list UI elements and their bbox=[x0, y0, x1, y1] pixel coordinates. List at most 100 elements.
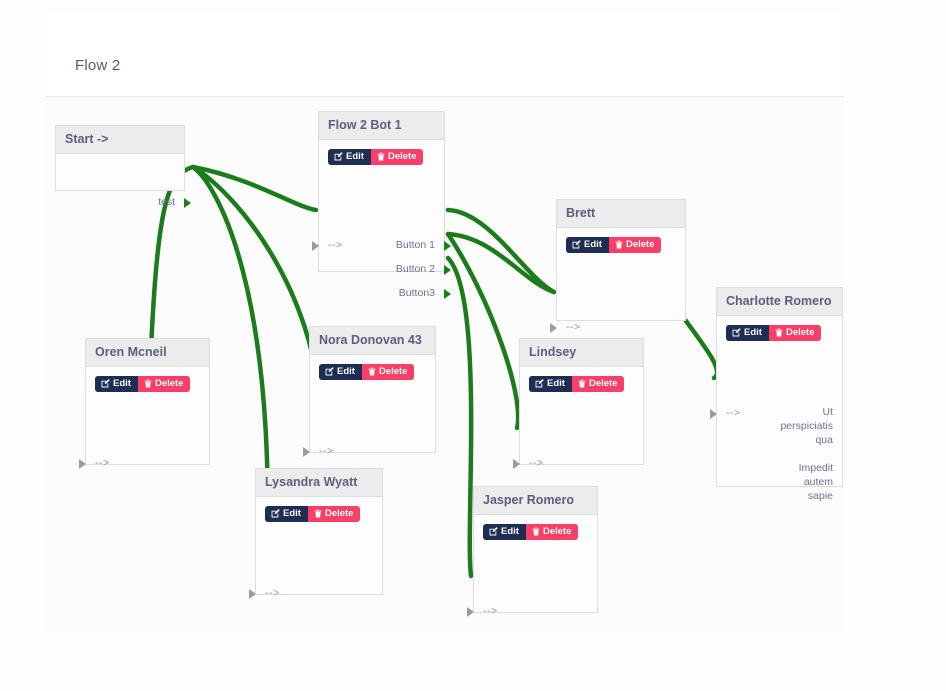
trash-icon bbox=[578, 379, 586, 388]
delete-button-label: Delete bbox=[378, 366, 408, 377]
flow-node-flow2bot1[interactable]: Flow 2 Bot 1 Edit Delete --> Button 1 Button … bbox=[312, 111, 451, 299]
node-input-port[interactable]: --> bbox=[265, 587, 280, 599]
edit-button[interactable]: Edit bbox=[319, 364, 362, 380]
edit-button-label: Edit bbox=[113, 378, 131, 389]
flow-edge bbox=[190, 164, 319, 213]
delete-button[interactable]: Delete bbox=[370, 149, 424, 165]
output-connector-arrow-icon bbox=[444, 265, 451, 275]
edit-button[interactable]: Edit bbox=[265, 506, 308, 522]
delete-button[interactable]: Delete bbox=[307, 506, 361, 522]
node-action-row: Edit Delete bbox=[717, 316, 842, 341]
flow-edge bbox=[683, 318, 720, 381]
input-connector-arrow-icon bbox=[312, 241, 319, 251]
flow-edge bbox=[445, 231, 521, 431]
node-output-port[interactable]: test bbox=[158, 196, 175, 208]
pencil-square-icon bbox=[101, 379, 110, 388]
input-connector-arrow-icon bbox=[513, 459, 520, 469]
trash-icon bbox=[775, 328, 783, 337]
flow-panel-header: Flow 2 bbox=[45, 14, 844, 97]
edit-button[interactable]: Edit bbox=[95, 376, 138, 392]
delete-button[interactable]: Delete bbox=[137, 376, 191, 392]
node-title: Oren Mcneil bbox=[86, 339, 209, 367]
node-output-port[interactable]: Button 1 bbox=[395, 239, 435, 251]
edit-button-label: Edit bbox=[337, 366, 355, 377]
node-title: Flow 2 Bot 1 bbox=[319, 112, 444, 140]
pencil-square-icon bbox=[489, 527, 498, 536]
node-action-row: Edit Delete bbox=[319, 140, 444, 165]
flow-edge bbox=[190, 164, 324, 419]
node-output-port[interactable]: Button 2 bbox=[395, 263, 435, 275]
node-input-port[interactable]: --> bbox=[529, 457, 544, 469]
edit-button-label: Edit bbox=[501, 526, 519, 537]
node-body: test bbox=[56, 154, 191, 208]
node-action-row: Edit Delete bbox=[86, 367, 209, 392]
edit-button-label: Edit bbox=[547, 378, 565, 389]
edit-button-label: Edit bbox=[744, 327, 762, 338]
node-title: Brett bbox=[557, 200, 685, 228]
flow-node-nora[interactable]: Nora Donovan 43 Edit Delete --> bbox=[303, 326, 436, 457]
node-body: Edit Delete --> bbox=[249, 497, 382, 599]
edit-button[interactable]: Edit bbox=[566, 237, 609, 253]
delete-button[interactable]: Delete bbox=[608, 237, 662, 253]
edit-button[interactable]: Edit bbox=[529, 376, 572, 392]
delete-button-label: Delete bbox=[625, 239, 655, 250]
pencil-square-icon bbox=[572, 240, 581, 249]
node-input-port[interactable]: --> bbox=[95, 457, 110, 469]
delete-button-label: Delete bbox=[785, 327, 815, 338]
trash-icon bbox=[377, 152, 385, 161]
node-title: Jasper Romero bbox=[474, 487, 597, 515]
edit-button[interactable]: Edit bbox=[726, 325, 769, 341]
pencil-square-icon bbox=[732, 328, 741, 337]
pencil-square-icon bbox=[334, 152, 343, 161]
node-output-port[interactable]: Button3 bbox=[398, 287, 435, 299]
delete-button[interactable]: Delete bbox=[525, 524, 579, 540]
node-input-port[interactable]: --> bbox=[566, 321, 581, 333]
pencil-square-icon bbox=[271, 509, 280, 518]
node-body: Edit Delete --> bbox=[79, 367, 209, 469]
edit-button-label: Edit bbox=[283, 508, 301, 519]
node-title: Nora Donovan 43 bbox=[310, 327, 435, 355]
node-input-port[interactable]: --> bbox=[319, 445, 334, 457]
node-action-row: Edit Delete bbox=[474, 515, 597, 540]
edit-button-label: Edit bbox=[346, 151, 364, 162]
delete-button[interactable]: Delete bbox=[571, 376, 625, 392]
input-connector-arrow-icon bbox=[249, 589, 256, 599]
edit-button[interactable]: Edit bbox=[483, 524, 526, 540]
node-action-row: Edit Delete bbox=[520, 367, 643, 392]
node-title: Lysandra Wyatt bbox=[256, 469, 382, 497]
node-input-port[interactable]: --> bbox=[483, 605, 498, 617]
output-connector-arrow-icon bbox=[184, 198, 191, 208]
input-connector-arrow-icon bbox=[550, 323, 557, 333]
node-action-row: Edit Delete bbox=[310, 355, 435, 380]
delete-button[interactable]: Delete bbox=[768, 325, 822, 341]
flow-node-start[interactable]: Start ->test bbox=[55, 125, 191, 208]
trash-icon bbox=[314, 509, 322, 518]
node-action-row: Edit Delete bbox=[256, 497, 382, 522]
trash-icon bbox=[615, 240, 623, 249]
flow-edge bbox=[445, 255, 474, 579]
node-title: Charlotte Romero bbox=[717, 288, 842, 316]
node-body: Edit Delete --> bbox=[550, 228, 685, 333]
delete-button[interactable]: Delete bbox=[361, 364, 415, 380]
input-connector-arrow-icon bbox=[79, 459, 86, 469]
trash-icon bbox=[368, 367, 376, 376]
input-connector-arrow-icon bbox=[467, 607, 474, 617]
node-body: Edit Delete --> bbox=[303, 355, 435, 457]
node-input-port[interactable]: --> bbox=[726, 407, 741, 419]
delete-button-label: Delete bbox=[542, 526, 572, 537]
flow-edge bbox=[445, 207, 557, 295]
edit-button[interactable]: Edit bbox=[328, 149, 371, 165]
node-input-port[interactable]: --> bbox=[328, 239, 343, 251]
input-connector-arrow-icon bbox=[710, 409, 717, 419]
trash-icon bbox=[144, 379, 152, 388]
